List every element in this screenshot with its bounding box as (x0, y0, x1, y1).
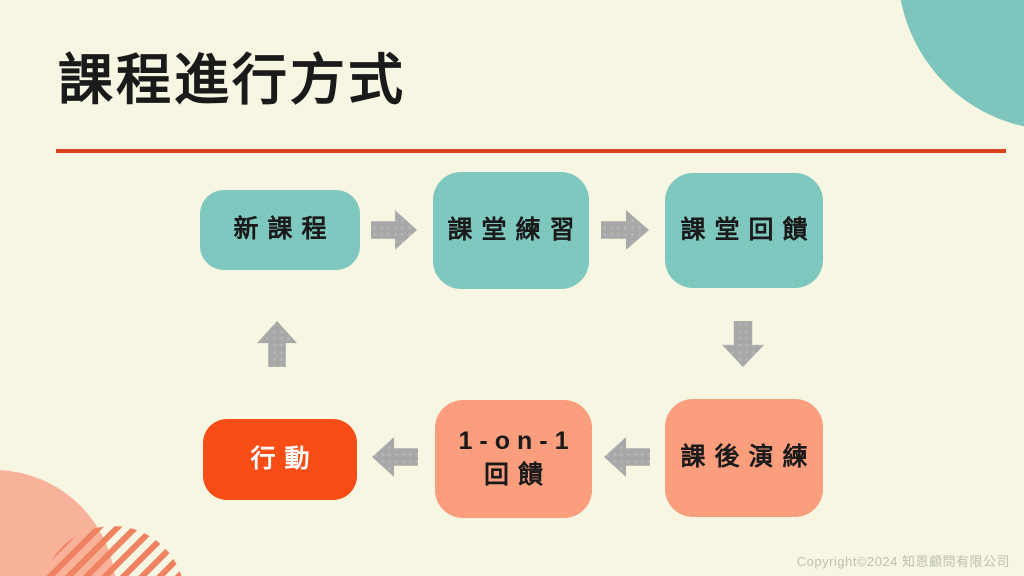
node-label: 行動 (250, 444, 319, 473)
node-label-line1: 1-on-1 (458, 427, 576, 456)
flow-node-new-course: 新課程 (200, 190, 360, 270)
copyright-text: Copyright©2024 知恩顧問有限公司 (796, 554, 1010, 569)
teal-circle-decoration (898, 0, 1024, 130)
flow-node-after-class-drill: 課後演練 (665, 399, 823, 517)
flow-node-one-on-one-feedback: 1-on-1 回饋 (435, 400, 592, 518)
arrow-left-icon (372, 437, 418, 477)
node-label-line2: 回饋 (483, 461, 552, 489)
arrow-right-icon (601, 210, 649, 250)
flow-node-class-practice: 課堂練習 (433, 172, 589, 289)
arrow-right-icon (371, 210, 417, 250)
title-divider (56, 149, 1006, 153)
arrow-left-icon (604, 437, 650, 477)
node-label: 新課程 (233, 215, 336, 244)
node-label: 課後演練 (680, 443, 817, 472)
flow-node-action: 行動 (203, 419, 357, 500)
node-label: 課堂練習 (447, 215, 584, 244)
page-title: 課程進行方式 (58, 49, 407, 111)
flow-node-class-feedback: 課堂回饋 (665, 173, 823, 288)
node-label: 課堂回饋 (680, 215, 817, 244)
arrow-up-icon (257, 321, 297, 367)
arrow-down-icon (722, 321, 764, 367)
